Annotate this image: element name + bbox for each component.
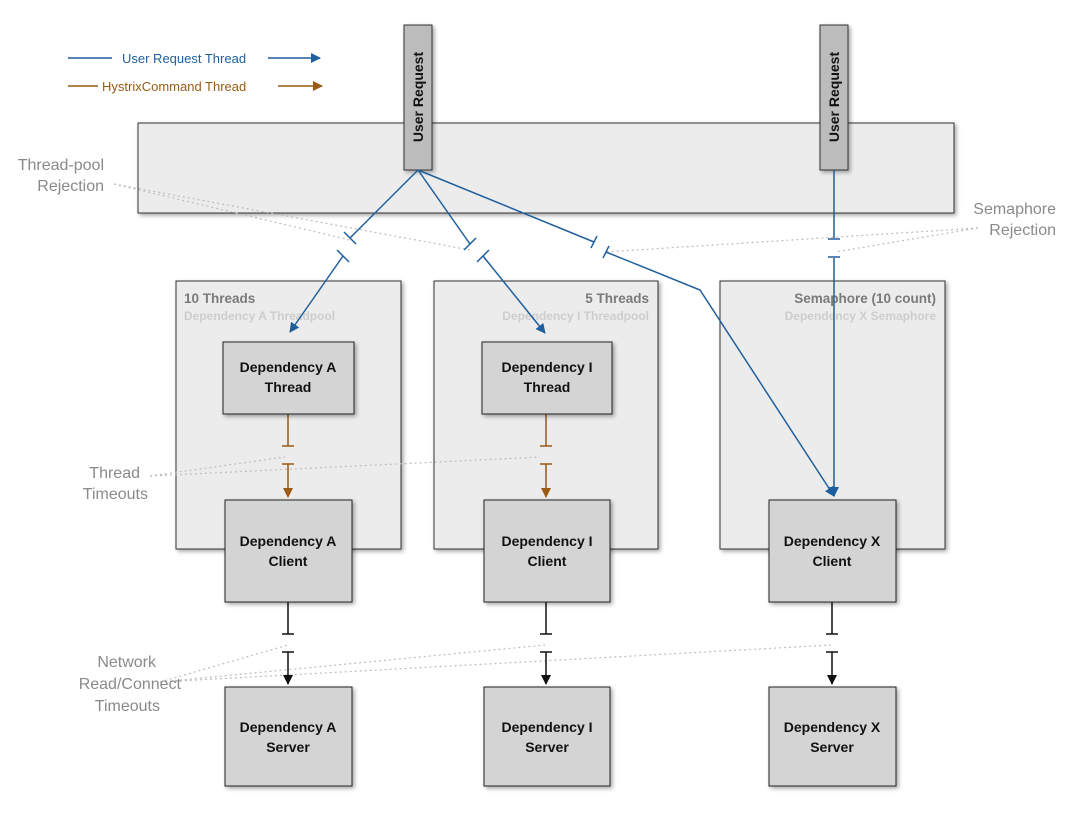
box-server-x: Dependency X Server xyxy=(768,686,897,787)
annotation-lines xyxy=(113,183,979,683)
box-server-x-rect xyxy=(768,686,897,787)
threadpool-rejection-line2: Rejection xyxy=(37,178,104,195)
semaphore-rejection-label: Semaphore Rejection xyxy=(973,201,1056,239)
legend-user-request-thread: User Request Thread xyxy=(122,51,246,66)
rejection-line-i xyxy=(113,183,471,251)
box-server-a: Dependency A Server xyxy=(224,686,353,787)
user-request-1-label: User Request xyxy=(410,52,426,143)
user-request-1-bar xyxy=(403,24,433,171)
box-client-a: Dependency A Client xyxy=(224,499,353,603)
pool-i-subtitle: Dependency I Threadpool xyxy=(502,309,649,323)
thread-timeouts-line2: Timeouts xyxy=(83,486,148,503)
flow-x-lower xyxy=(605,251,835,497)
user-request-flows xyxy=(289,169,840,497)
box-client-i-line2: Client xyxy=(528,553,567,569)
network-timeout-line-i xyxy=(159,644,546,683)
tick-x2 xyxy=(602,245,610,259)
box-server-i-line1: Dependency I xyxy=(501,719,592,735)
pool-i-title: 5 Threads xyxy=(585,291,649,306)
box-server-x-line2: Server xyxy=(810,739,854,755)
tick-a2 xyxy=(336,249,350,263)
network-timeout-line-a xyxy=(159,644,289,683)
rejection-line-sem-x1 xyxy=(604,227,979,253)
user-request-1: User Request xyxy=(403,24,433,171)
box-server-a-rect xyxy=(224,686,353,787)
flow-i-upper xyxy=(417,169,471,245)
network-timeouts-label: Network Read/Connect Timeouts xyxy=(79,654,182,715)
network-timeouts-line1: Network xyxy=(97,654,157,671)
user-request-2: User Request xyxy=(819,24,849,171)
tick-i2 xyxy=(476,249,490,263)
application-container xyxy=(137,122,955,214)
thread-timeout-line-i xyxy=(149,456,541,477)
threadpool-rejection-line1: Thread-pool xyxy=(18,157,104,174)
flow-x-upper xyxy=(417,169,595,243)
network-timeouts-line2: Read/Connect xyxy=(79,676,182,693)
box-thread-a: Dependency A Thread xyxy=(222,341,355,415)
flow-a-lower xyxy=(289,255,344,333)
pool-a-title: 10 Threads xyxy=(184,291,255,306)
tick-i1 xyxy=(463,237,477,251)
box-client-i: Dependency I Client xyxy=(483,499,611,603)
box-thread-i-line1: Dependency I xyxy=(501,359,592,375)
network-timeout-links xyxy=(282,602,838,685)
tick-a1 xyxy=(343,231,357,245)
box-client-x-line1: Dependency X xyxy=(784,533,881,549)
network-timeout-line-x xyxy=(159,644,833,683)
rejection-line-sem-x2 xyxy=(834,227,979,253)
box-thread-i-rect xyxy=(481,341,613,415)
box-thread-a-line1: Dependency A xyxy=(240,359,337,375)
box-thread-i-line2: Thread xyxy=(524,379,571,395)
box-client-i-rect xyxy=(483,499,611,603)
box-server-i-line2: Server xyxy=(525,739,569,755)
pool-x-subtitle: Dependency X Semaphore xyxy=(785,309,937,323)
box-thread-i: Dependency I Thread xyxy=(481,341,613,415)
box-client-a-rect xyxy=(224,499,353,603)
rejection-line-a xyxy=(113,183,351,241)
box-server-i-rect xyxy=(483,686,611,787)
box-server-x-line1: Dependency X xyxy=(784,719,881,735)
pool-x-title: Semaphore (10 count) xyxy=(794,291,936,306)
user-request-2-label: User Request xyxy=(826,52,842,143)
box-client-a-line1: Dependency A xyxy=(240,533,337,549)
legend-hystrix-command-thread: HystrixCommand Thread xyxy=(102,79,246,94)
box-client-x-line2: Client xyxy=(813,553,852,569)
box-client-i-line1: Dependency I xyxy=(501,533,592,549)
thread-timeouts-line1: Thread xyxy=(89,465,140,482)
box-client-a-line2: Client xyxy=(269,553,308,569)
legend: User Request Thread HystrixCommand Threa… xyxy=(68,51,323,94)
network-timeouts-line3: Timeouts xyxy=(95,698,160,715)
tick-x1 xyxy=(590,235,598,249)
box-client-x-rect xyxy=(768,499,897,603)
thread-timeouts-label: Thread Timeouts xyxy=(83,465,148,503)
box-server-i: Dependency I Server xyxy=(483,686,611,787)
box-server-a-line1: Dependency A xyxy=(240,719,337,735)
box-client-x: Dependency X Client xyxy=(768,499,897,603)
box-thread-a-rect xyxy=(222,341,355,415)
threadpool-rejection-label: Thread-pool Rejection xyxy=(18,157,104,195)
flow-i-lower xyxy=(482,255,546,334)
pool-a-subtitle: Dependency A Threadpool xyxy=(184,309,335,323)
thread-timeout-links xyxy=(282,414,552,498)
box-thread-a-line2: Thread xyxy=(265,379,312,395)
semaphore-rejection-line2: Rejection xyxy=(989,222,1056,239)
flow-a-upper xyxy=(349,169,419,239)
semaphore-rejection-line1: Semaphore xyxy=(973,201,1056,218)
box-server-a-line2: Server xyxy=(266,739,310,755)
